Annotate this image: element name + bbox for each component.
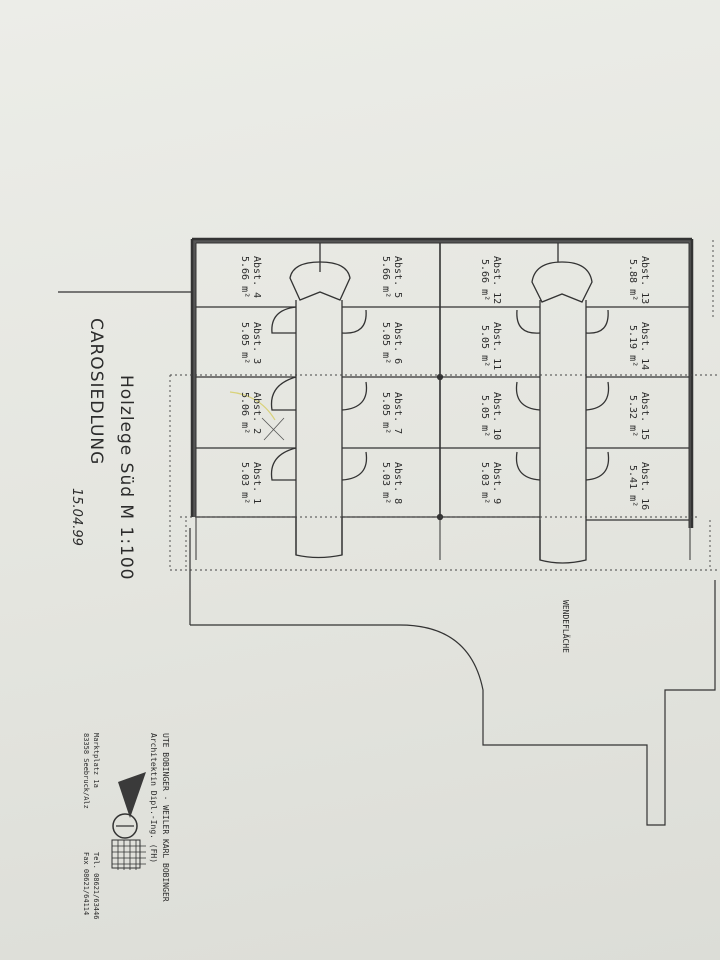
compartment-name: Abst. 10 <box>491 392 502 441</box>
compartment-name: Abst. 12 <box>491 256 502 305</box>
compartment-area: 5.19 m² <box>627 325 638 368</box>
drawing-date: 15.04.99 <box>69 488 84 546</box>
compartment-area: 5.05 m² <box>380 322 391 365</box>
architect-tel: Tel. 08621/63446 <box>92 852 100 920</box>
compartment-area: 5.88 m² <box>627 259 638 302</box>
compartment-name: Abst. 11 <box>491 322 502 371</box>
compartment-area: 5.66 m² <box>479 259 490 302</box>
drawing-title: Holzlege Süd M 1:100 <box>116 375 136 581</box>
architect-logo-icon <box>111 772 146 870</box>
compartment-name: Abst. 1 <box>251 462 262 505</box>
outer-wall <box>192 239 692 528</box>
compartment-name: Abst. 6 <box>392 322 403 365</box>
architect-address2: 83358 Seebruck/Alz <box>82 733 90 809</box>
compartment-area: 5.05 m² <box>239 322 250 365</box>
compartment-area: 5.03 m² <box>380 462 391 505</box>
compartment-area: 5.66 m² <box>239 256 250 299</box>
compartment-name: Abst. 13 <box>639 256 650 305</box>
compartment-name: Abst. 7 <box>392 392 403 435</box>
architect-titles: Architektin Dipl.-Ing. (FH) <box>149 733 158 864</box>
compartment-name: Abst. 15 <box>639 392 650 441</box>
area-label: WENDEFLÄCHE <box>561 600 570 653</box>
architect-names: UTE BOBINGER · WEILER KARL BOBINGER <box>161 733 170 902</box>
architect-fax: Fax 08621/64114 <box>82 852 90 916</box>
compartment-name: Abst. 14 <box>639 322 650 371</box>
compartment-area: 5.66 m² <box>380 256 391 299</box>
compartment-name: Abst. 16 <box>639 462 650 511</box>
compartment-name: Abst. 9 <box>491 462 502 505</box>
compartment-name: Abst. 2 <box>251 392 262 435</box>
compartment-area: 5.03 m² <box>239 462 250 505</box>
compartment-area: 5.03 m² <box>479 462 490 505</box>
compartment-name: Abst. 8 <box>392 462 403 505</box>
compartment-area: 5.05 m² <box>479 395 490 438</box>
compartment-area: 5.41 m² <box>627 465 638 508</box>
compartment-name: Abst. 5 <box>392 256 403 299</box>
compartment-area: 5.06 m² <box>239 392 250 435</box>
architect-address1: Marktplatz 1a <box>92 733 100 788</box>
drawing-subtitle: CAROSIEDLUNG <box>86 318 106 466</box>
compartment-area: 5.05 m² <box>380 392 391 435</box>
compartment-name: Abst. 3 <box>251 322 262 365</box>
compartment-name: Abst. 4 <box>251 256 262 299</box>
compartment-area: 5.05 m² <box>479 325 490 368</box>
compartment-area: 5.32 m² <box>627 395 638 438</box>
